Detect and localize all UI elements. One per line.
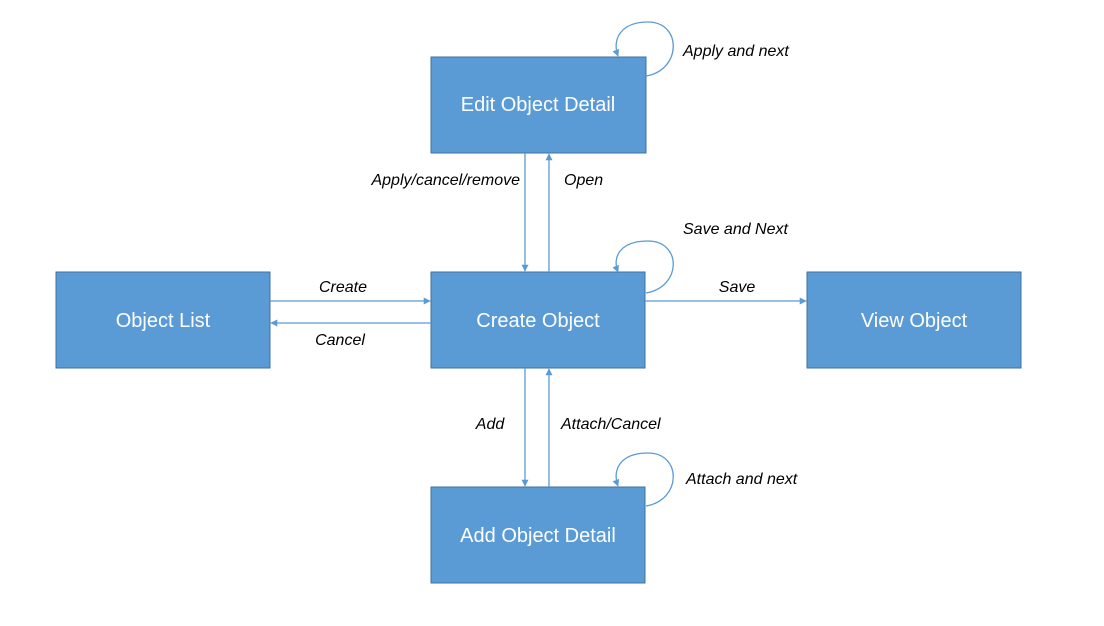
node-view-object: View Object — [806, 271, 1022, 369]
node-box — [430, 271, 646, 369]
label-add: Add — [475, 416, 506, 433]
node-label: Add Object Detail — [460, 525, 616, 547]
label-save-and-next: Save and Next — [683, 221, 789, 238]
node-label: Edit Object Detail — [461, 94, 616, 116]
label-apply-cancel-remove: Apply/cancel/remove — [370, 172, 520, 189]
node-label: Object List — [116, 310, 211, 332]
loop-save-and-next — [612, 240, 674, 294]
label-save: Save — [719, 279, 756, 296]
node-box — [806, 271, 1022, 369]
node-box — [430, 486, 646, 584]
loop-apply-and-next — [612, 21, 674, 77]
node-box — [55, 271, 271, 369]
node-add-object-detail: Add Object Detail — [430, 486, 646, 584]
label-cancel: Cancel — [315, 332, 365, 349]
label-open: Open — [564, 172, 603, 189]
node-object-list: Object List — [55, 271, 271, 369]
node-box — [430, 56, 647, 154]
label-create: Create — [319, 279, 367, 296]
node-label: Create Object — [476, 310, 600, 332]
loop-attach-and-next — [612, 452, 674, 507]
label-attach-cancel: Attach/Cancel — [560, 416, 661, 433]
node-create-object: Create Object — [430, 271, 646, 369]
node-edit-object-detail: Edit Object Detail — [430, 56, 647, 154]
label-attach-and-next: Attach and next — [685, 471, 798, 488]
label-apply-and-next: Apply and next — [682, 43, 789, 60]
node-label: View Object — [861, 310, 968, 332]
